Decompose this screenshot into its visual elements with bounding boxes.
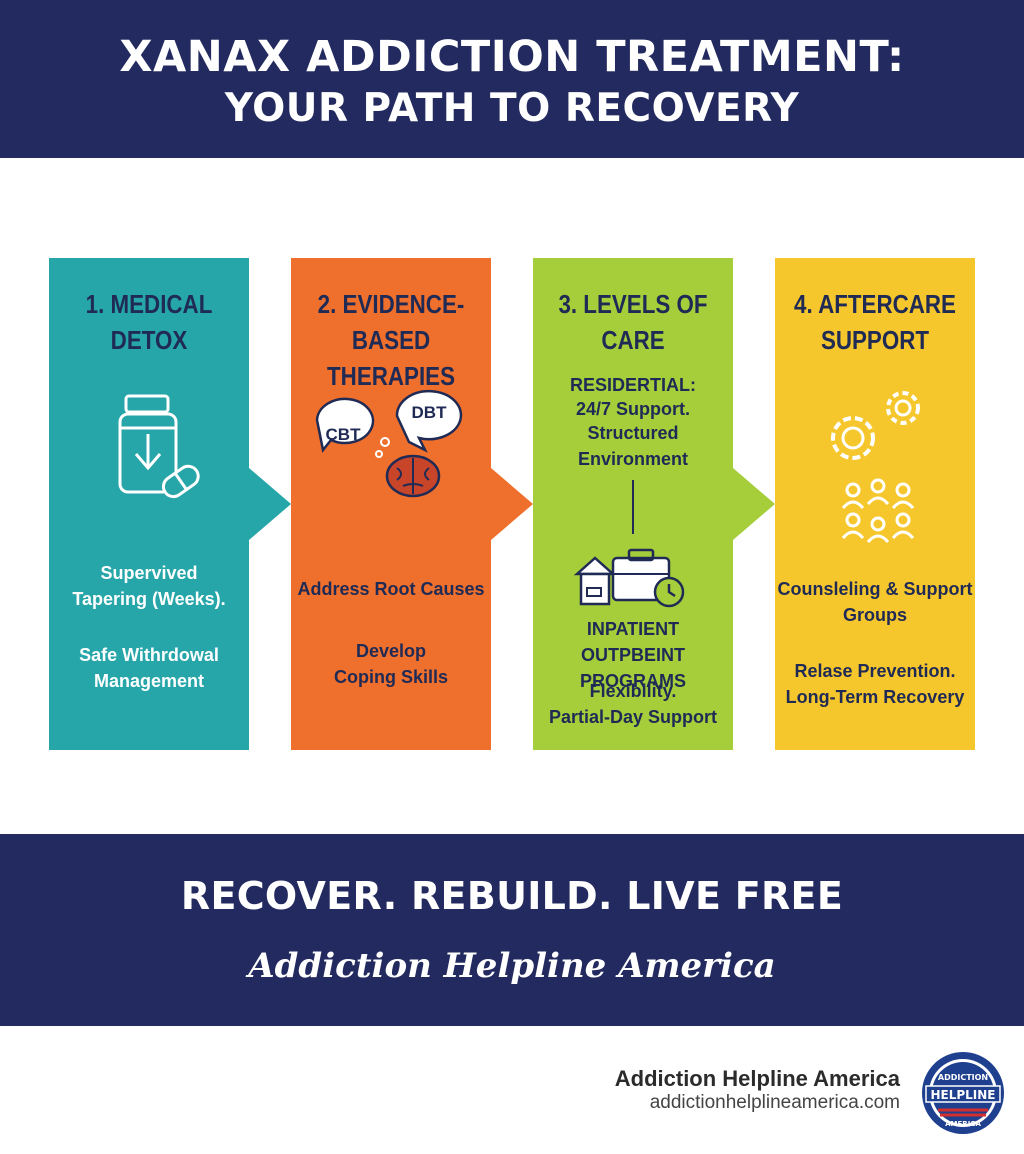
step-text: Supervived	[100, 563, 198, 583]
helpline-logo: ADDICTION HELPLINE AMERICA	[922, 1052, 1004, 1134]
step-text: Management	[93, 671, 205, 691]
page-title: XANAX ADDICTION TREATMENT:	[119, 32, 905, 82]
title-banner: XANAX ADDICTION TREATMENT: YOUR PATH TO …	[0, 0, 1024, 158]
step-text: Develop	[355, 641, 427, 661]
footer-url[interactable]: addictionhelplineamerica.com	[649, 1092, 900, 1113]
arrow-connector	[249, 468, 291, 540]
arrow-connector	[491, 468, 533, 540]
svg-text:ADDICTION: ADDICTION	[938, 1073, 988, 1082]
step-text: RESIDERTIAL:	[570, 375, 696, 395]
step-text: Counsleling & Support	[777, 579, 973, 599]
page-subtitle: YOUR PATH TO RECOVERY	[224, 86, 800, 131]
step-title: 4. AFTERCARE SUPPORT	[794, 289, 956, 355]
step-text: INPATIENT	[586, 619, 680, 639]
step-text: Tapering (Weeks).	[72, 589, 226, 609]
divider	[632, 480, 634, 534]
step-text: Coping Skills	[333, 667, 448, 687]
svg-text:HELPLINE: HELPLINE	[930, 1088, 995, 1102]
step-text: OUTPBEINT PROGRAMS	[579, 645, 686, 691]
step-aftercare: 4. AFTERCARE SUPPORT Counsleling & Suppo…	[775, 258, 975, 750]
step-title: 2. EVIDENCE-BASED THERAPIES	[317, 289, 465, 391]
step-text: Safe Withrdowal	[79, 645, 219, 665]
dbt-label: DBT	[412, 403, 448, 422]
tagline: RECOVER. REBUILD. LIVE FREE	[180, 874, 844, 918]
step-text: Partial-Day Support	[548, 707, 718, 727]
cbt-label: CBT	[326, 425, 362, 444]
step-text: 24/7 Support.	[575, 399, 691, 419]
step-text: Flexibility.	[589, 681, 677, 701]
step-text: Structured Environment	[577, 423, 688, 469]
step-text: Long-Term Recovery	[785, 687, 965, 707]
brand-script: Addiction Helpline America	[248, 946, 776, 986]
step-title: 1. MEDICAL DETOX	[85, 289, 213, 355]
therapy-brain-icon: CBT DBT	[315, 389, 463, 498]
step-levels-of-care: 3. LEVELS OF CARE RESIDERTIAL: 24/7 Supp…	[533, 258, 733, 750]
step-text: Address Root Causes	[297, 579, 485, 599]
step-medical-detox: 1. MEDICAL DETOX Supervived Tapering (We…	[49, 258, 249, 750]
step-title: 3. LEVELS OF CARE	[558, 289, 708, 355]
medicine-bottle-icon	[118, 394, 200, 499]
step-therapies: 2. EVIDENCE-BASED THERAPIES CBT DBT Addr…	[291, 258, 491, 750]
footer-brand-name: Addiction Helpline America	[614, 1066, 900, 1091]
care-levels-icon	[573, 548, 685, 608]
support-group-icon	[831, 391, 920, 544]
svg-text:AMERICA: AMERICA	[945, 1120, 981, 1128]
bottom-banner: RECOVER. REBUILD. LIVE FREE Addiction He…	[0, 834, 1024, 1026]
step-text: Groups	[842, 605, 907, 625]
step-text: Relase Prevention.	[794, 661, 956, 681]
arrow-connector	[733, 468, 775, 540]
